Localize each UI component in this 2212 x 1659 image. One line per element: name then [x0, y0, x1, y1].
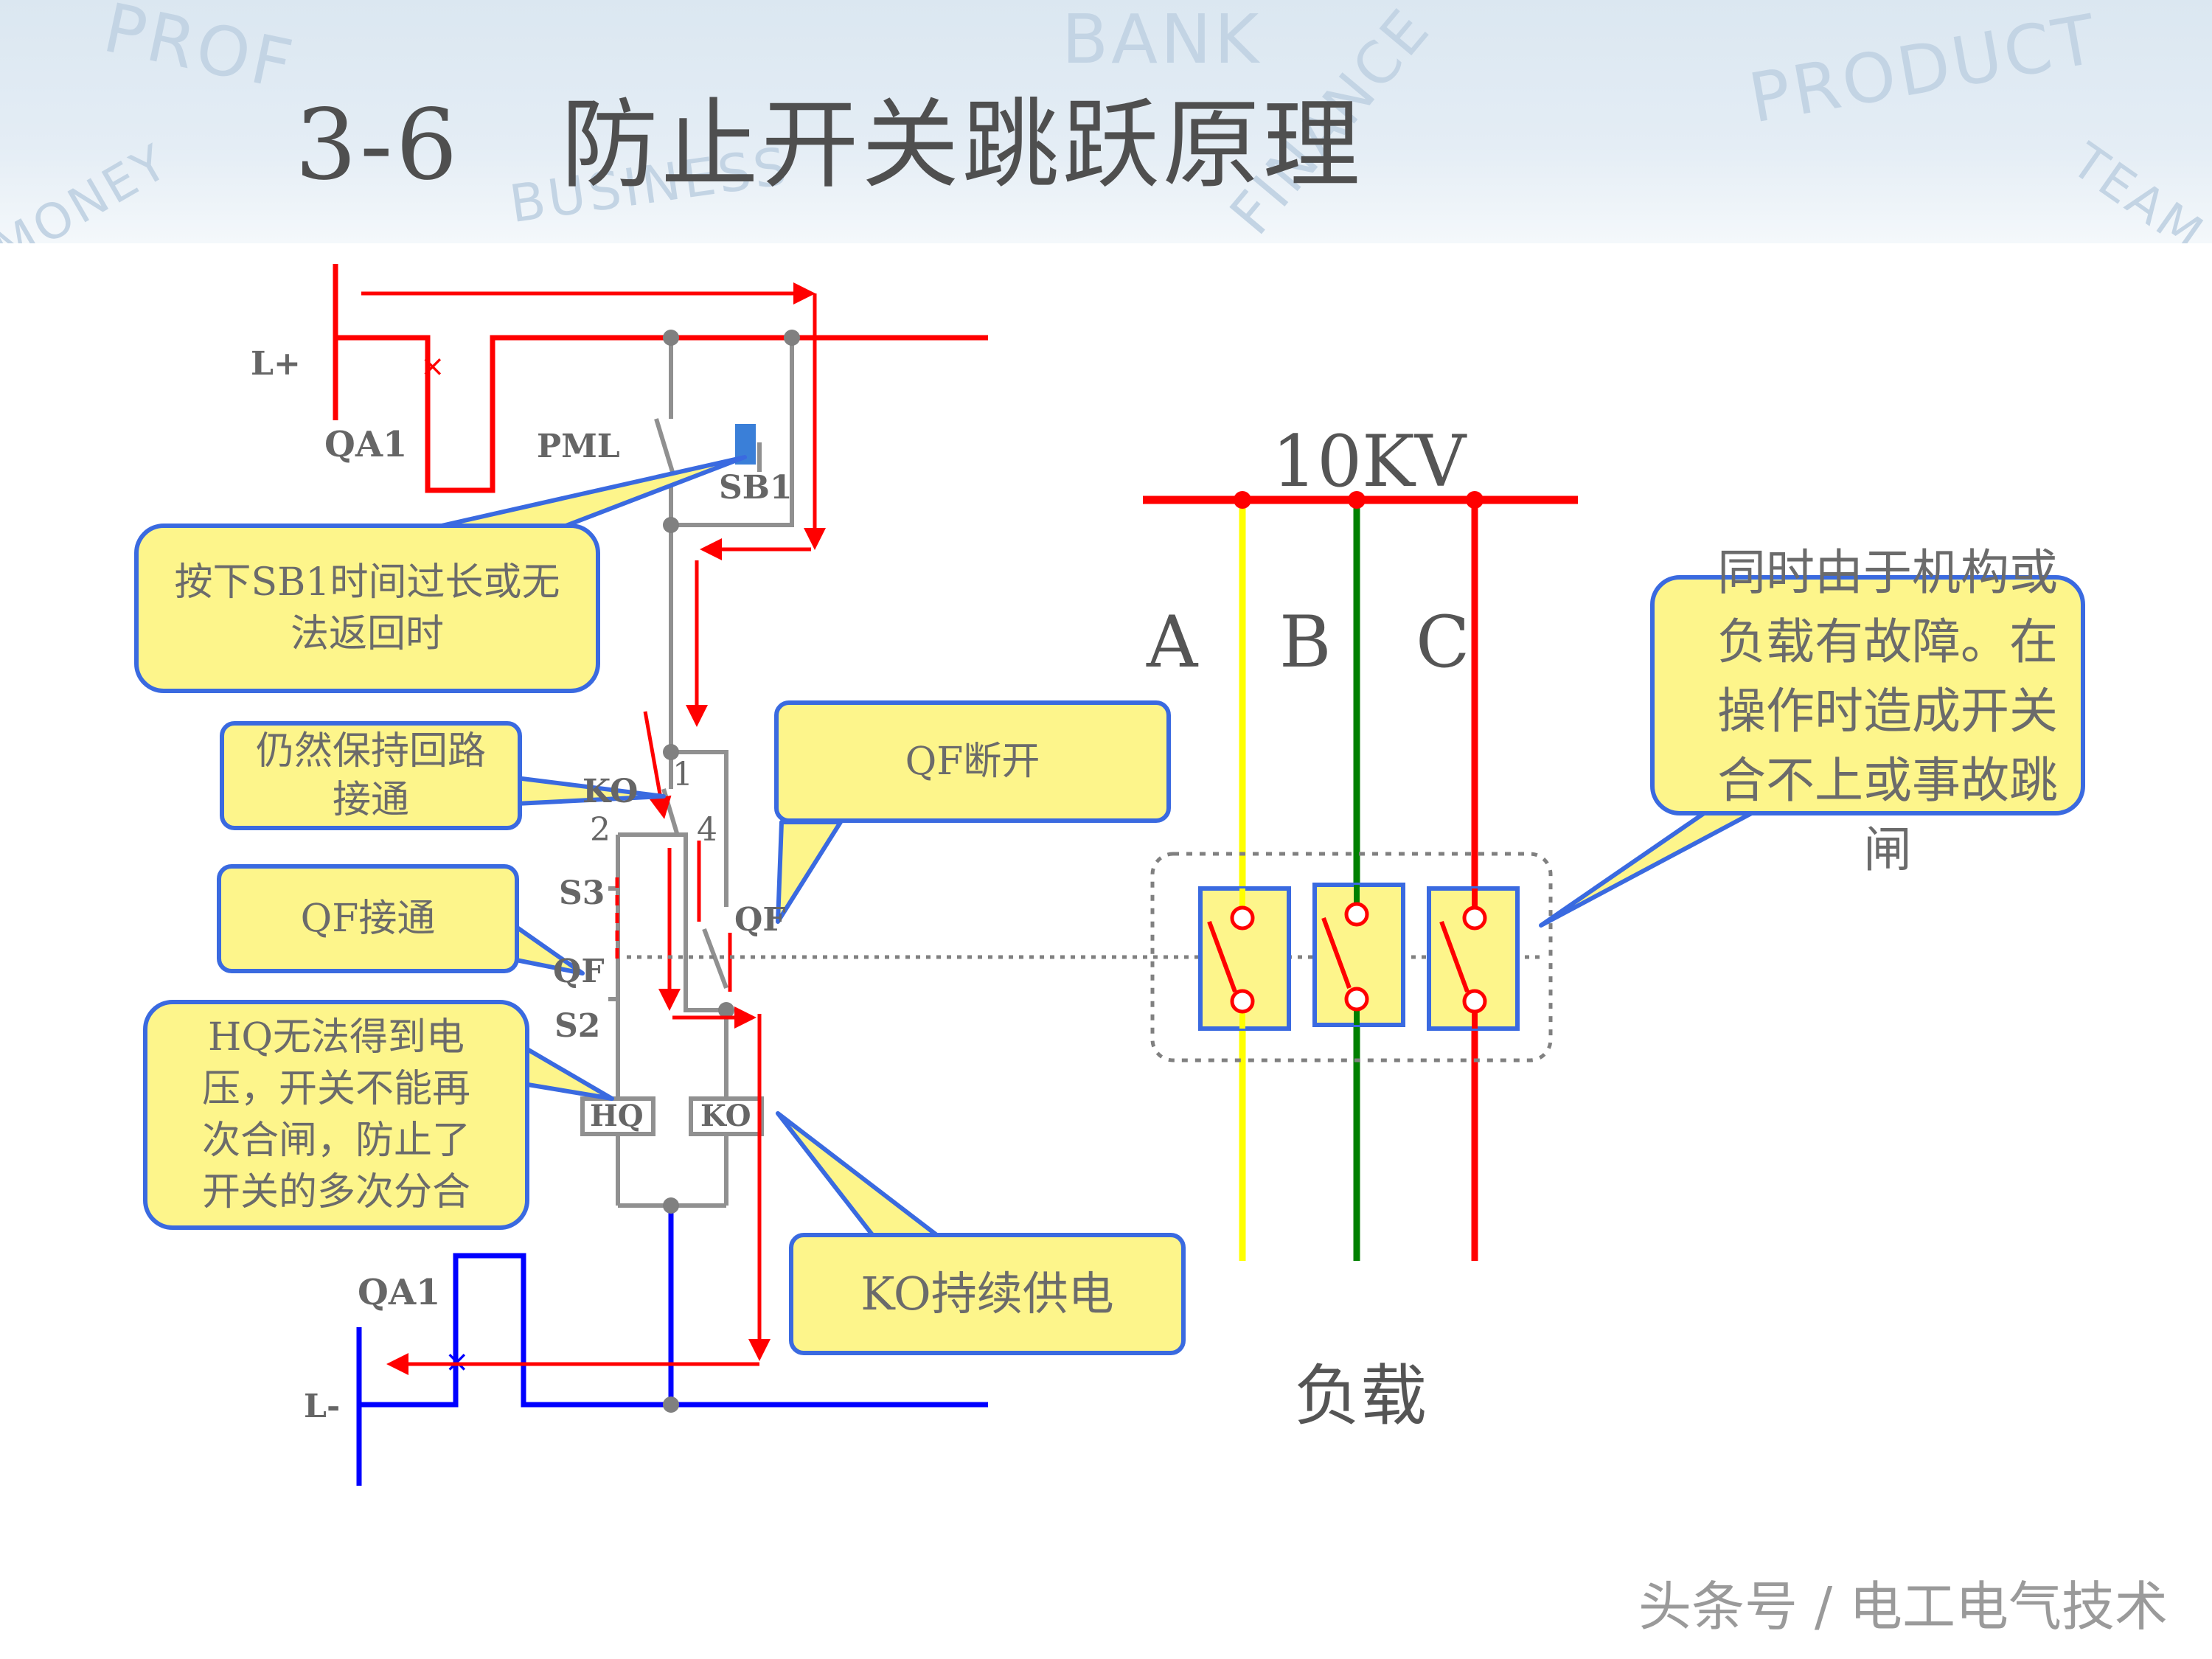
- label-sb1: SB1: [719, 469, 793, 507]
- positive-bus: [333, 264, 988, 493]
- callout-ko-power: KO持续供电: [789, 1233, 1186, 1355]
- label-ko-coil: KO: [700, 1099, 751, 1133]
- label-load: 负载: [1294, 1357, 1427, 1435]
- watermark: BANK: [1062, 0, 1262, 79]
- label-phase-b: B: [1279, 601, 1332, 684]
- callout-tails: [433, 455, 1772, 1248]
- slide-title: 3-6 防止开关跳跃原理: [295, 88, 1363, 202]
- current-flow-arrows: [361, 282, 826, 1375]
- ko-coil-box: [689, 1096, 764, 1136]
- label-l-minus: L-: [304, 1388, 341, 1425]
- label-pin-2: 2: [590, 811, 611, 849]
- callout-fault-box: [1650, 575, 2085, 815]
- label-ko-contact: KO: [582, 773, 639, 810]
- label-pml: PML: [537, 428, 620, 465]
- label-10kv: 10KV: [1272, 420, 1467, 503]
- svg-text:×: ×: [445, 1345, 470, 1379]
- label-pin-4: 4: [697, 811, 717, 849]
- label-qa1-top: QA1: [324, 424, 408, 465]
- label-qf-left: QF: [553, 953, 605, 990]
- phase-breakers: [1198, 883, 1520, 1031]
- callout-qf-on: QF接通: [217, 864, 519, 973]
- junction-dots: [663, 330, 800, 1413]
- callout-sb1-press: 按下SB1时间过长或无法返回时: [134, 524, 600, 693]
- label-s2: S2: [554, 1007, 601, 1045]
- callout-hq-no-voltage: HQ无法得到电压，开关不能再次合闸，防止了开关的多次分合: [143, 1000, 529, 1230]
- label-qf-right: QF: [734, 901, 786, 939]
- callout-fault-text: 同时由于机构或负载有故障。在操作时造成开关合不上或事故跳闸: [1717, 544, 2058, 878]
- label-pin-1: 1: [672, 756, 693, 793]
- hq-coil-box: [580, 1096, 655, 1136]
- callout-qf-off: QF断开: [774, 700, 1171, 823]
- label-phase-c: C: [1416, 601, 1470, 684]
- phase-wires: [1239, 500, 1478, 1261]
- breaker-group-outline: [1150, 852, 1553, 1062]
- label-hq-coil: HQ: [590, 1099, 644, 1133]
- negative-bus: [356, 1206, 988, 1486]
- svg-text:×: ×: [420, 349, 445, 383]
- footer-source: 头条号 / 电工电气技术: [1638, 1576, 2168, 1638]
- header-banner: PROF BANK PRODUCT BUSINESS FINANCE MONEY…: [0, 0, 2212, 243]
- label-s3: S3: [559, 874, 605, 912]
- callout-keep-loop: 仍然保持回路接通: [220, 721, 522, 830]
- label-l-plus: L+: [251, 345, 301, 383]
- label-qa1-bottom: QA1: [358, 1272, 441, 1313]
- label-phase-a: A: [1147, 601, 1198, 684]
